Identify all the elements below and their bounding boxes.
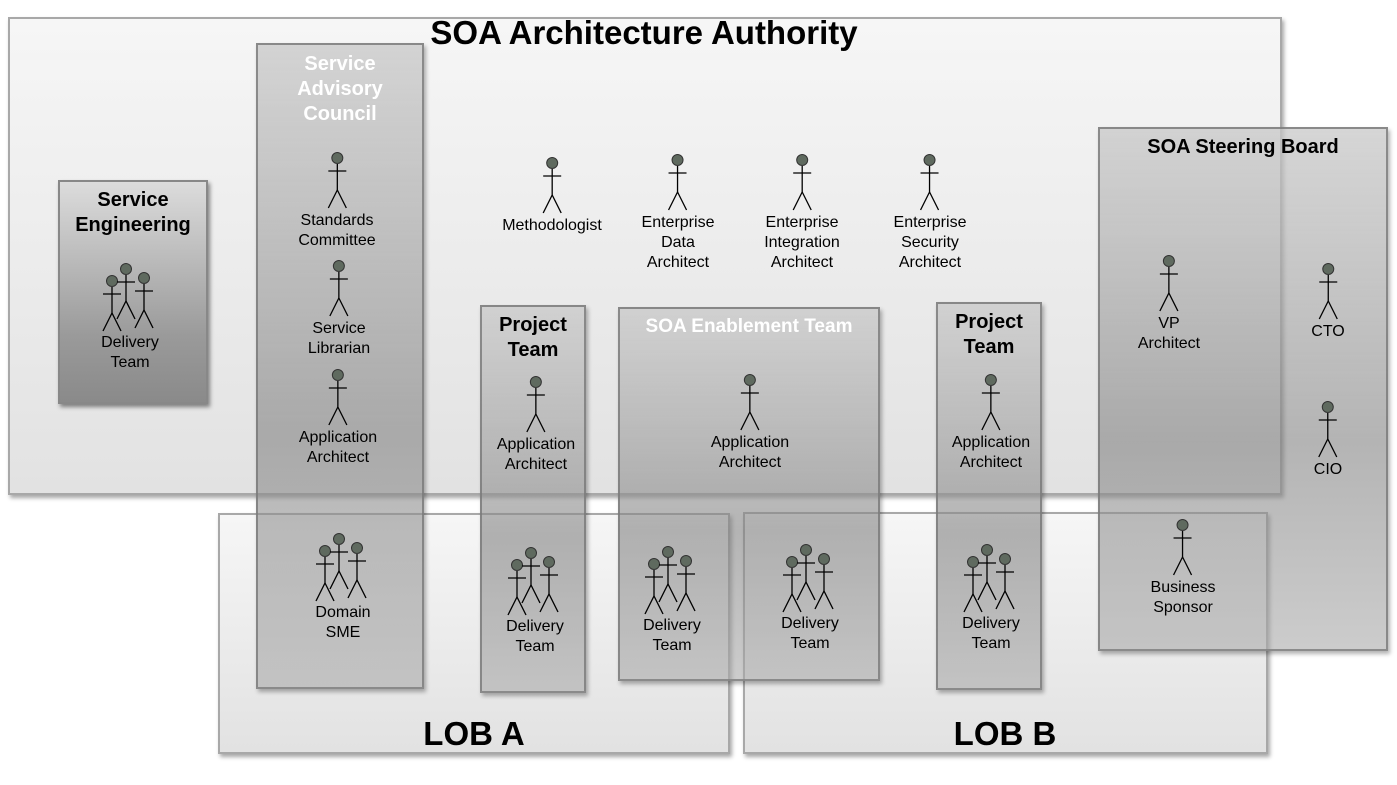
actor-vp-architect: VP Architect: [1138, 254, 1200, 354]
actor-standards-committee: Standards Committee: [298, 151, 376, 251]
soa-steering-board-title: SOA Steering Board: [1147, 136, 1339, 158]
actor-delivery-team-lob-b: Delivery Team: [780, 543, 840, 654]
actor-label: VP Architect: [1137, 315, 1201, 352]
person-icon: [497, 375, 575, 435]
diagram-title: SOA Architecture Authority: [430, 14, 858, 51]
actor-delivery-team-service-engineering: Delivery Team: [100, 262, 160, 373]
project-team-1-box: [480, 305, 586, 693]
person-icon: [952, 373, 1030, 433]
actor-label: Delivery Team: [643, 617, 701, 654]
actor-methodologist: Methodologist: [502, 156, 602, 236]
actor-delivery-team-project-1: Delivery Team: [505, 546, 565, 657]
actor-label: CIO: [1313, 461, 1343, 478]
actor-domain-sme: Domain SME: [313, 532, 373, 643]
actor-label: Enterprise Integration Architect: [764, 214, 840, 271]
person-icon: [711, 373, 789, 433]
actor-label: Enterprise Data Architect: [641, 214, 715, 271]
service-advisory-council-box: [256, 43, 424, 689]
actor-delivery-team-enablement: Delivery Team: [642, 545, 702, 656]
person-icon: [298, 151, 375, 211]
actor-business-sponsor: Business Sponsor: [1150, 518, 1216, 618]
lob-b-title: LOB B: [953, 715, 1057, 752]
person-icon: [308, 259, 370, 319]
soa-steering-board-box: [1098, 127, 1388, 651]
project-team-2-box: [936, 302, 1042, 690]
person-icon: [299, 368, 377, 428]
actor-label: Application Architect: [298, 429, 378, 466]
actor-label: Service Librarian: [307, 320, 371, 357]
actor-label: CTO: [1311, 323, 1345, 340]
person-icon: [642, 153, 715, 213]
person-icon: [1151, 518, 1216, 578]
actor-application-architect-project-1: Application Architect: [497, 375, 575, 475]
person-icon: [1314, 400, 1342, 460]
person-icon: [894, 153, 967, 213]
actor-label: Delivery Team: [962, 615, 1020, 652]
actor-application-architect-project-2: Application Architect: [952, 373, 1030, 473]
actor-label: Delivery Team: [506, 618, 564, 655]
actor-label: Application Architect: [496, 436, 576, 473]
team-icon: [100, 262, 160, 333]
actor-cto: CTO: [1311, 262, 1345, 342]
person-icon: [764, 153, 840, 213]
project-team-1-title: Project Team: [499, 314, 567, 361]
service-engineering-box: [58, 180, 208, 404]
team-icon: [313, 532, 373, 603]
service-engineering-title: Service Engineering: [75, 189, 191, 236]
service-advisory-council-title: Service Advisory Council: [297, 53, 383, 125]
actor-cio: CIO: [1314, 400, 1342, 480]
team-icon: [780, 543, 840, 614]
lob-a-title: LOB A: [423, 715, 525, 752]
person-icon: [502, 156, 602, 216]
actor-label: Methodologist: [502, 217, 602, 234]
actor-delivery-team-project-2: Delivery Team: [961, 543, 1021, 654]
person-icon: [1138, 254, 1200, 314]
actor-label: Application Architect: [710, 434, 790, 471]
actor-enterprise-integration-architect: Enterprise Integration Architect: [764, 153, 840, 273]
soa-enablement-team-title: SOA Enablement Team: [645, 316, 853, 337]
actor-label: Application Architect: [951, 434, 1031, 471]
actor-application-architect-council: Application Architect: [299, 368, 377, 468]
actor-service-librarian: Service Librarian: [308, 259, 370, 359]
actor-label: Domain SME: [315, 604, 371, 641]
actor-enterprise-data-architect: Enterprise Data Architect: [641, 153, 715, 273]
project-team-2-title: Project Team: [955, 311, 1023, 358]
team-icon: [642, 545, 702, 616]
actor-label: Delivery Team: [101, 334, 159, 371]
team-icon: [961, 543, 1021, 614]
actor-label: Standards Committee: [298, 212, 376, 249]
actor-label: Business Sponsor: [1150, 579, 1216, 616]
soa-enablement-team-box: [618, 307, 880, 681]
team-icon: [505, 546, 565, 617]
person-icon: [1311, 262, 1344, 322]
actor-enterprise-security-architect: Enterprise Security Architect: [893, 153, 967, 273]
actor-label: Enterprise Security Architect: [893, 214, 967, 271]
actor-label: Delivery Team: [781, 615, 839, 652]
actor-application-architect-enablement: Application Architect: [711, 373, 789, 473]
